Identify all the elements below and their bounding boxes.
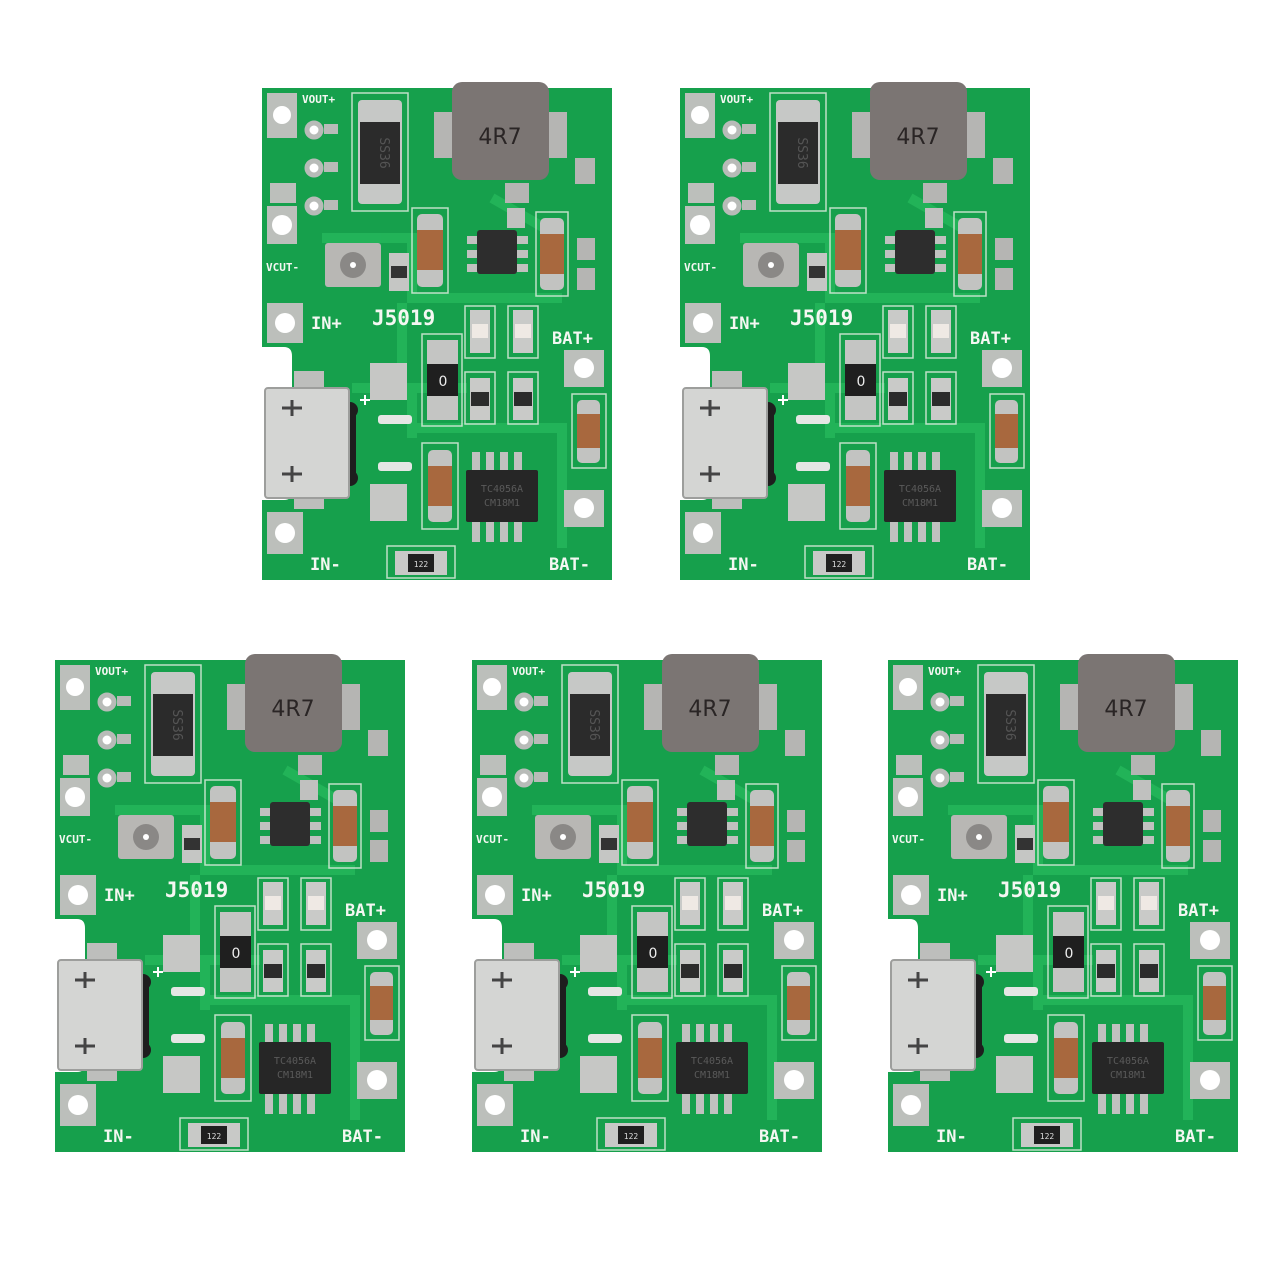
silkscreen-label: VCUT- — [892, 833, 925, 846]
silkscreen-label: BAT+ — [762, 901, 803, 921]
component-marking: 4R7 — [896, 125, 939, 150]
component-marking: 122 — [207, 1132, 222, 1141]
component-marking: 122 — [832, 560, 847, 569]
component-marking: 4R7 — [1104, 697, 1147, 722]
silkscreen-label: IN+ — [311, 314, 342, 334]
component-marking: CM18M1 — [277, 1070, 313, 1081]
component-marking: 0 — [857, 374, 866, 390]
silkscreen-label: VCUT- — [59, 833, 92, 846]
component-marking: 4R7 — [688, 697, 731, 722]
silkscreen-label: IN+ — [937, 886, 968, 906]
component-marking: 4R7 — [271, 697, 314, 722]
component-marking: CM18M1 — [484, 498, 520, 509]
component-marking: SS36 — [1002, 709, 1017, 740]
silkscreen-label: VCUT- — [684, 261, 717, 274]
component-marking: TC4056A — [1107, 1056, 1149, 1067]
component-marking: 4R7 — [478, 125, 521, 150]
component-marking: TC4056A — [899, 484, 941, 495]
silkscreen-label: VOUT+ — [512, 665, 545, 678]
silkscreen-label: BAT- — [759, 1127, 800, 1147]
component-marking: TC4056A — [691, 1056, 733, 1067]
component-marking: 122 — [1040, 1132, 1055, 1141]
silkscreen-label: J5019 — [998, 878, 1061, 902]
pcb-board: SS36 4R7 — [262, 82, 612, 580]
component-marking: 0 — [439, 374, 448, 390]
silkscreen-label: IN- — [936, 1127, 967, 1147]
component-marking: SS36 — [169, 709, 184, 740]
component-marking: 122 — [414, 560, 429, 569]
silkscreen-label: IN- — [520, 1127, 551, 1147]
component-marking: 0 — [1065, 946, 1074, 962]
pcb-board: SS36 4R7 — [472, 654, 822, 1152]
silkscreen-label: IN+ — [729, 314, 760, 334]
component-marking: TC4056A — [481, 484, 523, 495]
pcb-board: SS36 4R7 — [680, 82, 1030, 580]
silkscreen-label: BAT+ — [970, 329, 1011, 349]
silkscreen-label: IN- — [310, 555, 341, 575]
silkscreen-label: BAT+ — [345, 901, 386, 921]
silkscreen-label: VOUT+ — [302, 93, 335, 106]
silkscreen-label: VOUT+ — [928, 665, 961, 678]
component-marking: CM18M1 — [902, 498, 938, 509]
component-marking: 122 — [624, 1132, 639, 1141]
component-marking: SS36 — [794, 137, 809, 168]
silkscreen-label: IN+ — [521, 886, 552, 906]
silkscreen-label: BAT- — [342, 1127, 383, 1147]
silkscreen-label: J5019 — [165, 878, 228, 902]
silkscreen-label: BAT- — [967, 555, 1008, 575]
pcb-board: SS36 4R7 — [888, 654, 1238, 1152]
silkscreen-label: BAT- — [549, 555, 590, 575]
silkscreen-label: VOUT+ — [720, 93, 753, 106]
silkscreen-label: IN- — [103, 1127, 134, 1147]
silkscreen-label: IN- — [728, 555, 759, 575]
component-marking: 0 — [232, 946, 241, 962]
component-marking: SS36 — [376, 137, 391, 168]
silkscreen-label: J5019 — [790, 306, 853, 330]
component-marking: CM18M1 — [1110, 1070, 1146, 1081]
silkscreen-label: VCUT- — [266, 261, 299, 274]
silkscreen-label: VCUT- — [476, 833, 509, 846]
component-marking: 0 — [649, 946, 658, 962]
silkscreen-label: VOUT+ — [95, 665, 128, 678]
silkscreen-label: J5019 — [372, 306, 435, 330]
silkscreen-label: BAT+ — [552, 329, 593, 349]
component-marking: SS36 — [586, 709, 601, 740]
component-marking: CM18M1 — [694, 1070, 730, 1081]
silkscreen-label: J5019 — [582, 878, 645, 902]
silkscreen-label: IN+ — [104, 886, 135, 906]
silkscreen-label: BAT+ — [1178, 901, 1219, 921]
component-marking: TC4056A — [274, 1056, 316, 1067]
pcb-board: SS36 4R7 — [55, 654, 405, 1152]
silkscreen-label: BAT- — [1175, 1127, 1216, 1147]
